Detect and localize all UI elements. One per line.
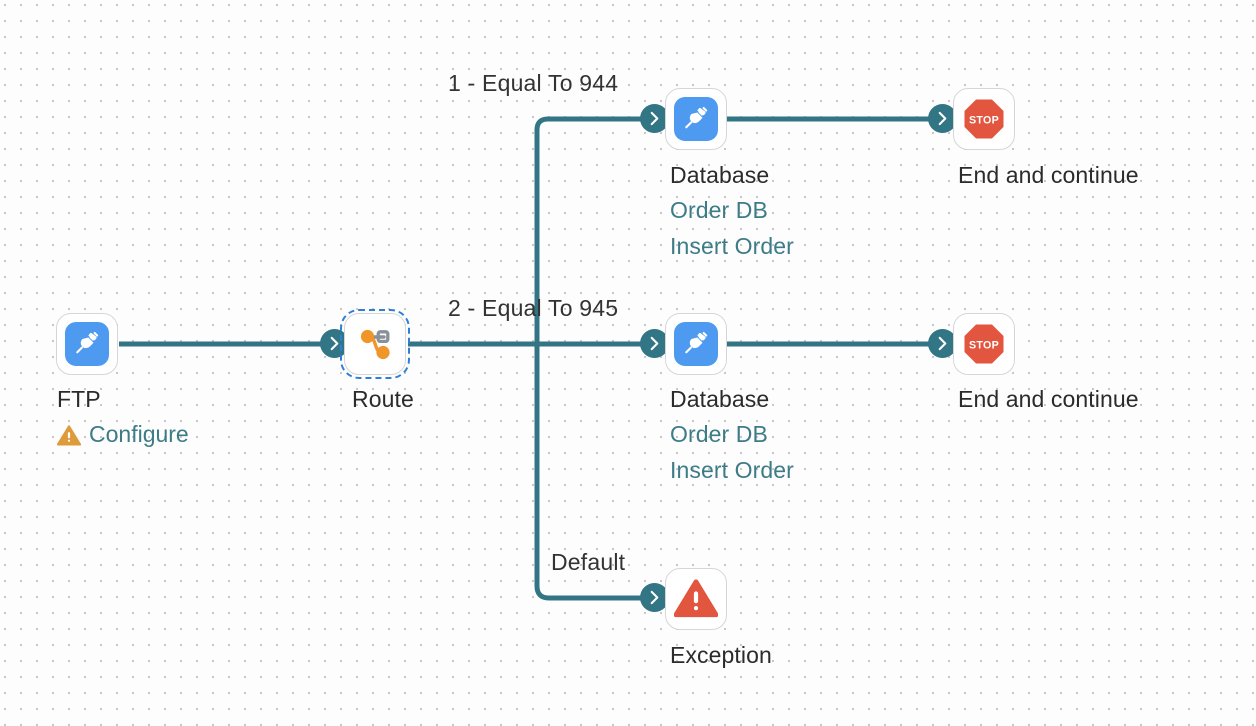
plug-icon [674, 97, 718, 141]
edge-label-branch-1: 1 - Equal To 944 [448, 70, 619, 96]
stop-icon: STOP [962, 97, 1006, 141]
node-ftp[interactable] [56, 313, 118, 375]
node-labels-database-2: Database Order DB Insert Order [670, 386, 794, 483]
node-route[interactable] [340, 309, 410, 379]
svg-text:STOP: STOP [969, 114, 999, 126]
chevron-right-icon[interactable] [928, 104, 957, 133]
edge-label-branch-default: Default [551, 549, 626, 575]
node-labels-end-continue-1: End and continue [958, 162, 1139, 188]
node-end-continue-2[interactable]: STOP [953, 313, 1015, 375]
node-sublabel-connection: Order DB [670, 421, 768, 448]
node-sublabel-connection: Order DB [670, 197, 768, 224]
node-labels-exception: Exception [670, 642, 772, 668]
node-sublabel-operation: Insert Order [670, 456, 794, 483]
node-title-exception: Exception [670, 642, 772, 668]
node-database-2[interactable] [665, 313, 727, 375]
node-sublabel-operation: Insert Order [670, 232, 794, 259]
configure-link-label: Configure [89, 421, 189, 448]
node-labels-route: Route [352, 386, 414, 412]
node-database-1[interactable] [665, 88, 727, 150]
plug-icon [674, 322, 718, 366]
node-title-database-2: Database [670, 386, 770, 412]
node-title-end-continue-2: End and continue [958, 386, 1139, 412]
warning-triangle-icon [57, 424, 81, 446]
chevron-right-icon[interactable] [640, 329, 669, 358]
edge-branch-default [534, 585, 652, 601]
route-icon [353, 322, 397, 366]
node-labels-database-1: Database Order DB Insert Order [670, 162, 794, 259]
edge-branch-1 [534, 116, 652, 131]
node-labels-ftp: FTP Configure [57, 386, 189, 448]
configure-link[interactable]: Configure [57, 421, 189, 448]
svg-text:STOP: STOP [969, 339, 999, 351]
node-labels-end-continue-2: End and continue [958, 386, 1139, 412]
edge-label-branch-2: 2 - Equal To 945 [448, 295, 619, 321]
node-title-route: Route [352, 386, 414, 412]
node-title-end-continue-1: End and continue [958, 162, 1139, 188]
stop-icon: STOP [962, 322, 1006, 366]
node-title-database-1: Database [670, 162, 770, 188]
plug-icon [65, 322, 109, 366]
node-title-ftp: FTP [57, 386, 101, 412]
node-exception[interactable] [665, 568, 727, 630]
chevron-right-icon[interactable] [928, 329, 957, 358]
node-end-continue-1[interactable]: STOP [953, 88, 1015, 150]
chevron-right-icon[interactable] [640, 583, 669, 612]
chevron-right-icon[interactable] [640, 104, 669, 133]
exception-icon [674, 577, 718, 621]
